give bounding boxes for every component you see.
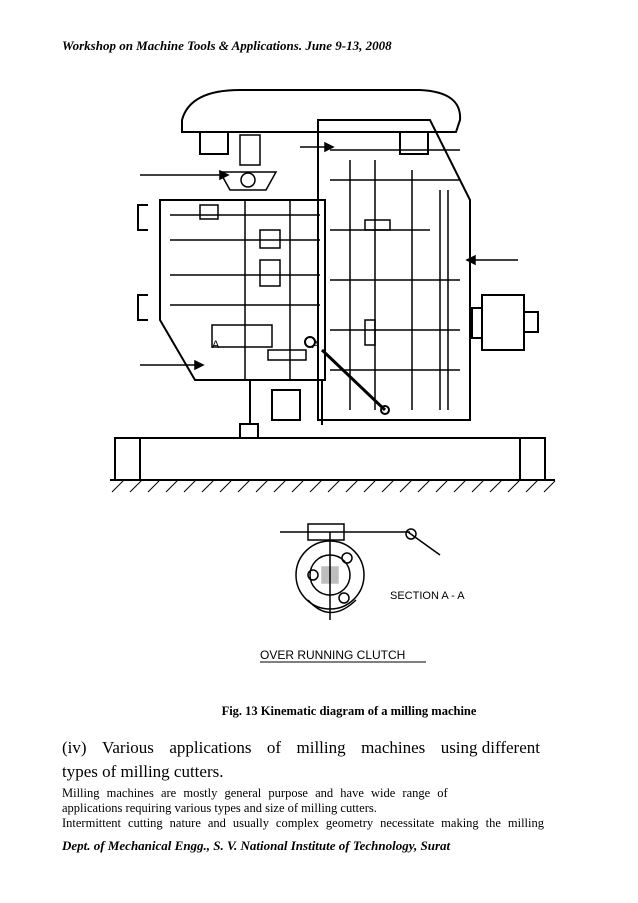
section-label: SECTION A - A: [390, 590, 465, 602]
column-body: [317, 119, 471, 421]
page-header: Workshop on Machine Tools & Applications…: [62, 38, 392, 53]
paragraph-line: Intermittent cutting nature and usually …: [62, 816, 544, 830]
paragraph-line: applications requiring various types and…: [62, 801, 377, 815]
arm-support-right: [399, 131, 429, 155]
arm-support-left: [199, 131, 229, 155]
section-heading: (iv) Various applications of milling mac…: [62, 736, 540, 784]
page-footer: Dept. of Mechanical Engg., S. V. Nationa…: [62, 838, 451, 853]
knee-housing: [159, 199, 326, 381]
overarm: [181, 89, 462, 133]
body-paragraph: Milling machines are mostly general purp…: [62, 786, 544, 831]
paragraph-line: Milling machines are mostly general purp…: [62, 786, 448, 800]
clutch-label: OVER RUNNING CLUTCH: [260, 648, 405, 662]
section-title-line2: types of milling cutters.: [62, 762, 224, 781]
motor: [481, 294, 525, 351]
section-number: (iv): [62, 738, 87, 757]
figure-caption: Fig. 13 Kinematic diagram of a milling m…: [221, 704, 477, 718]
kinematic-diagram: A A SECTION A - A OVER RUNNING CLUTCH: [110, 89, 556, 663]
label-a-right: A: [312, 339, 320, 351]
clutch-detail: [280, 523, 441, 620]
label-a-left: A: [212, 339, 220, 351]
machine-base: [114, 437, 546, 481]
